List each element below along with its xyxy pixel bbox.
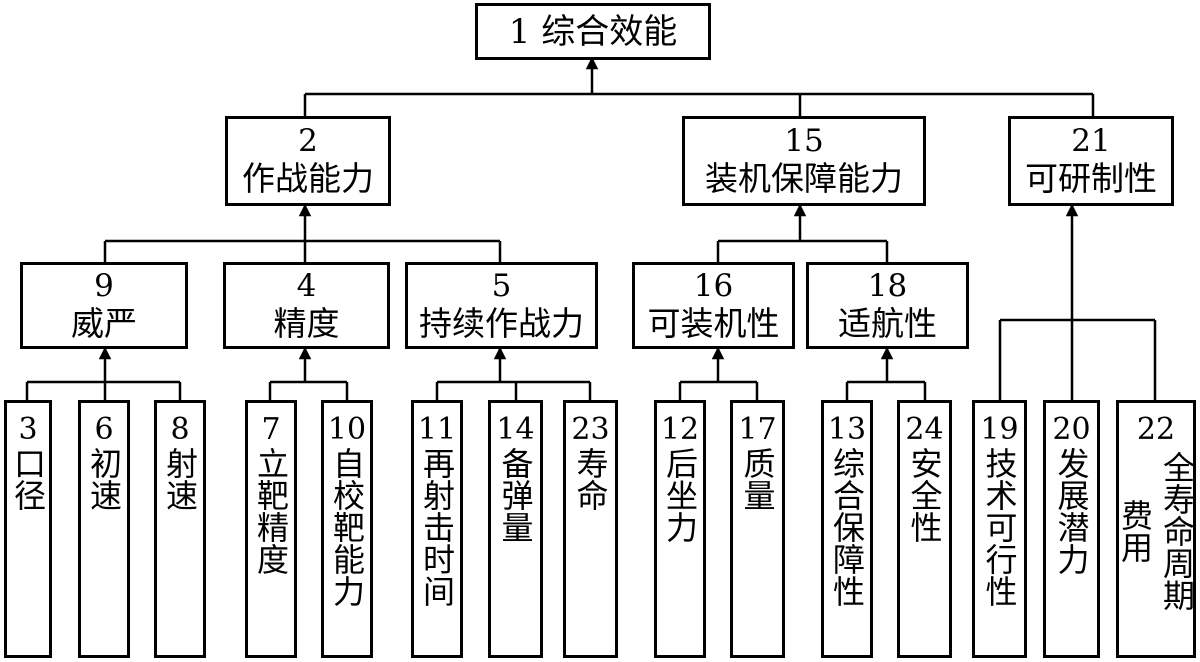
node-label: 再射击时间: [418, 447, 456, 607]
node-label: 可研制性: [1025, 159, 1157, 198]
node-number: 4: [296, 267, 317, 304]
node-number: 11: [417, 412, 457, 447]
node-label: 全寿命周期费用: [1116, 451, 1196, 611]
node-label: 作战能力: [242, 159, 374, 198]
node-number: 10: [327, 412, 367, 447]
node-number: 7: [261, 412, 281, 447]
node-3-caliber: 3 口径: [4, 400, 52, 658]
node-number: 13: [827, 412, 867, 447]
node-number: 12: [660, 412, 700, 447]
node-label: 后坐力: [661, 447, 699, 543]
node-4-precision: 4 精度: [223, 262, 390, 349]
node-8-rate-of-fire: 8 射速: [154, 400, 206, 658]
node-label: 初速: [85, 447, 123, 511]
node-15-installation-support-capability: 15 装机保障能力: [682, 116, 926, 206]
node-label: 寿命: [571, 447, 610, 511]
node-20-development-potential: 20 发展潜力: [1043, 400, 1100, 658]
node-17-mass: 17 质量: [730, 400, 785, 658]
node-number: 8: [170, 412, 190, 447]
node-label: 综合保障性: [828, 447, 866, 607]
node-label: 安全性: [905, 447, 944, 543]
node-12-recoil: 12 后坐力: [654, 400, 706, 658]
node-label: 备弹量: [496, 447, 535, 543]
node-11-refire-time: 11 再射击时间: [411, 400, 463, 658]
node-23-service-life: 23 寿命: [563, 400, 618, 658]
node-number: 1: [508, 11, 531, 52]
node-number: 20: [1052, 412, 1091, 447]
node-label: 威严: [71, 303, 137, 343]
node-number: 6: [94, 412, 114, 447]
node-24-safety: 24 安全性: [897, 400, 952, 658]
node-number: 18: [867, 267, 908, 304]
node-18-airworthiness: 18 适航性: [806, 262, 969, 349]
node-label: 自校靶能力: [328, 447, 366, 607]
node-9-power: 9 威严: [20, 262, 188, 349]
node-6-muzzle-velocity: 6 初速: [78, 400, 130, 658]
node-number: 15: [784, 123, 824, 159]
node-label: 综合效能: [541, 11, 678, 52]
node-label: 发展潜力: [1052, 447, 1091, 575]
node-label: 射速: [161, 447, 199, 511]
node-number: 22: [1136, 412, 1176, 447]
node-number: 23: [571, 412, 610, 447]
node-label: 口径: [9, 447, 47, 511]
node-22-life-cycle-cost: 22 全寿命周期费用: [1116, 400, 1196, 658]
node-7-target-precision: 7 立靶精度: [245, 400, 297, 658]
node-13-integrated-supportability: 13 综合保障性: [821, 400, 873, 658]
node-2-combat-capability: 2 作战能力: [225, 116, 391, 206]
node-number: 19: [980, 412, 1019, 447]
node-16-installability: 16 可装机性: [632, 262, 795, 349]
node-number: 3: [18, 412, 38, 447]
node-label: 可装机性: [647, 303, 780, 343]
node-label: 立靶精度: [252, 447, 290, 575]
node-21-developability: 21 可研制性: [1008, 116, 1174, 206]
node-number: 5: [491, 267, 512, 304]
node-14-ammo-capacity: 14 备弹量: [488, 400, 543, 658]
node-number: 2: [298, 123, 318, 159]
node-label: 质量: [738, 447, 777, 511]
node-label: 适航性: [838, 303, 937, 343]
node-label: 装机保障能力: [705, 159, 903, 198]
node-19-technical-feasibility: 19 技术可行性: [972, 400, 1027, 658]
node-label: 技术可行性: [980, 447, 1019, 607]
node-number: 24: [905, 412, 944, 447]
node-number: 16: [693, 267, 734, 304]
node-label: 精度: [273, 303, 340, 343]
node-5-sustained-combat: 5 持续作战力: [405, 262, 598, 349]
node-label: 持续作战力: [419, 303, 584, 343]
node-number: 14: [496, 412, 535, 447]
node-number: 9: [94, 267, 114, 304]
node-number: 17: [738, 412, 777, 447]
node-number: 21: [1071, 123, 1111, 159]
node-1-overall-effectiveness: 1 综合效能: [475, 3, 711, 60]
node-10-self-calibration: 10 自校靶能力: [321, 400, 373, 658]
